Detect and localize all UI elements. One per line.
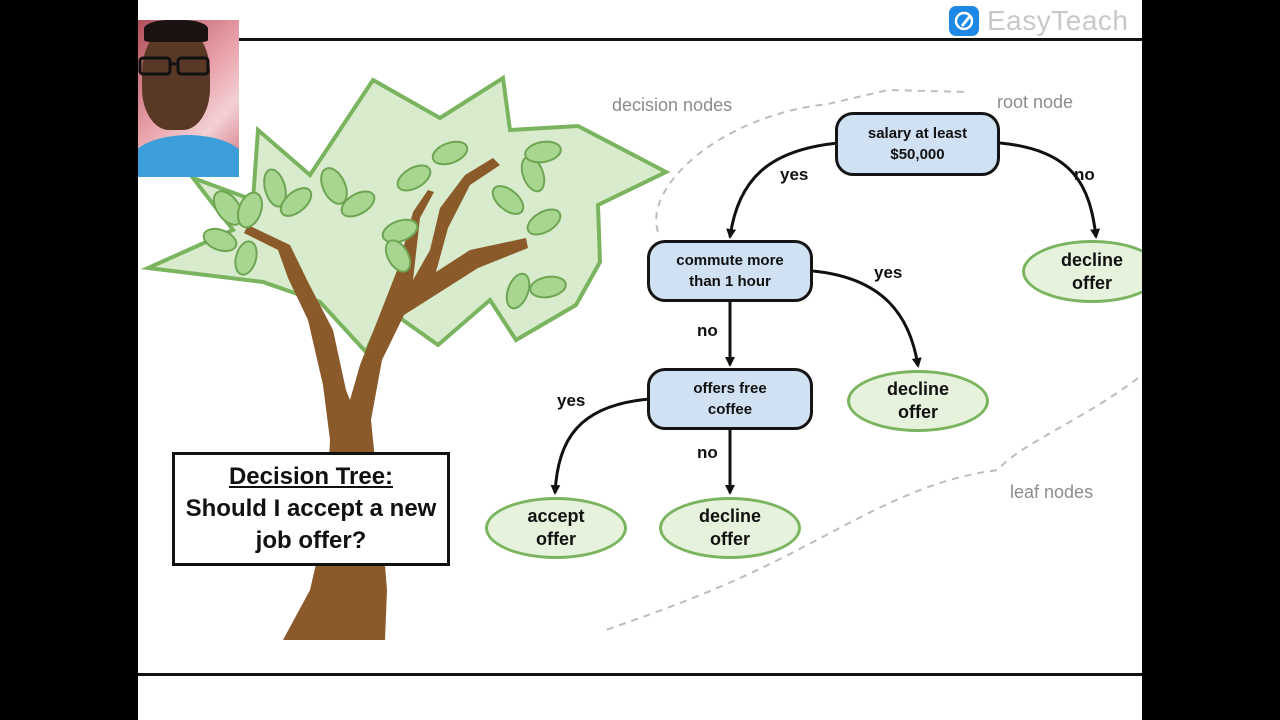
leaf-decline-mid-line2: offer <box>898 402 938 422</box>
node-root-line1: salary at least <box>867 125 968 142</box>
tree-connectors <box>550 88 1139 631</box>
tree-illustration <box>140 74 671 640</box>
title-question-line1: Should I accept a new <box>185 495 437 522</box>
node-coffee-line1: offers free <box>693 380 767 397</box>
leaf-decline-top-line2: offer <box>1072 272 1112 293</box>
slide: EasyTeach Decision Tree: Should I accept… <box>138 0 1142 720</box>
edge-root-yes <box>726 141 839 239</box>
region-outline-decision <box>655 88 969 233</box>
edge-label-coffee-yes: yes <box>557 391 586 410</box>
node-coffee-line2: coffee <box>707 401 753 418</box>
edge-label-coffee-no: no <box>697 443 718 462</box>
leaf-decline-top-line1: decline <box>1060 249 1124 270</box>
region-outline-leaf <box>605 377 1139 631</box>
brand-name: EasyTeach <box>987 5 1129 36</box>
node-root-line2: $50,000 <box>890 146 945 163</box>
easyteach-logo: EasyTeach <box>949 5 1128 37</box>
edge-label-commute-yes: yes <box>874 263 903 282</box>
edge-label-root-yes: yes <box>780 165 809 184</box>
glasses-icon <box>138 56 210 76</box>
presenter-webcam <box>138 20 239 177</box>
bottom-rule <box>138 673 1142 676</box>
leaf-decline-bottom-line1: decline <box>698 506 762 526</box>
leaf-decline-bottom-line2: offer <box>710 529 750 549</box>
tree-trunk <box>244 158 528 640</box>
node-commute-line2: than 1 hour <box>689 273 771 290</box>
presenter-face <box>142 26 210 130</box>
title-box: Decision Tree: Should I accept a new job… <box>172 452 450 566</box>
leaf-decline-mid-line1: decline <box>886 379 950 399</box>
title-question-line2: job offer? <box>255 527 367 554</box>
presenter-hair <box>144 20 208 42</box>
annotation-leaf-nodes: leaf nodes <box>1010 482 1094 502</box>
leaf-accept-line2: offer <box>535 529 576 549</box>
tree-leaves <box>202 140 567 310</box>
annotation-decision-nodes: decision nodes <box>612 95 733 115</box>
leaf-accept: accept offer <box>485 497 627 559</box>
node-commute: commute more than 1 hour <box>647 240 813 302</box>
title-heading: Decision Tree: <box>228 463 394 490</box>
leaf-accept-line1: accept <box>527 506 585 526</box>
edge-commute-yes <box>812 269 922 368</box>
edge-root-no <box>999 141 1101 239</box>
node-coffee: offers free coffee <box>647 368 813 430</box>
node-commute-line1: commute more <box>676 252 784 269</box>
leaf-decline-bottom: decline offer <box>659 497 801 559</box>
node-root-salary: salary at least $50,000 <box>835 112 1000 176</box>
annotation-root-node: root node <box>997 92 1074 112</box>
edge-label-root-no: no <box>1074 165 1095 184</box>
leaf-decline-mid: decline offer <box>847 370 989 432</box>
presenter-shirt <box>138 135 239 177</box>
top-rule <box>138 38 1142 41</box>
pencil-icon <box>949 6 979 36</box>
edge-coffee-yes <box>550 397 651 495</box>
edge-label-commute-no: no <box>697 321 718 340</box>
